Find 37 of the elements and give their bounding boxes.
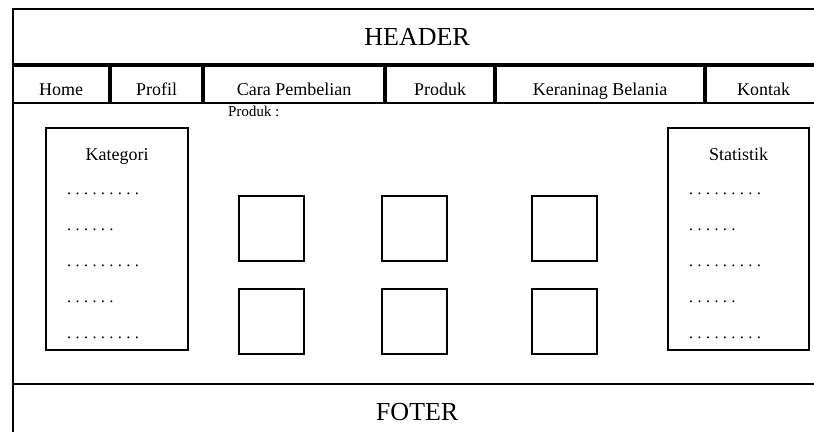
nav-tab [203, 65, 385, 104]
product-box [238, 288, 305, 355]
placeholder-dots: ...... [67, 216, 119, 236]
sidebar-panel [667, 127, 810, 351]
placeholder-dots: ......... [67, 180, 144, 200]
nav-tab [110, 65, 203, 104]
placeholder-dots: ......... [67, 252, 144, 272]
nav-label: Home [39, 80, 83, 98]
placeholder-dots: ...... [689, 216, 741, 236]
product-box [238, 195, 305, 262]
product-box [531, 195, 598, 262]
footer-band [12, 383, 814, 432]
placeholder-dots: ...... [67, 288, 119, 308]
nav-label: Profil [136, 80, 177, 98]
product-box [381, 195, 448, 262]
nav-label: Cara Pembelian [236, 80, 352, 98]
placeholder-dots: ......... [689, 180, 766, 200]
nav-tab [705, 65, 814, 104]
nav-tab [495, 65, 705, 104]
nav-tab [385, 65, 495, 104]
nav-label: Kontak [737, 80, 790, 98]
panel-title: Statistik [708, 143, 769, 166]
sidebar-panel [45, 127, 189, 351]
placeholder-dots: ...... [689, 288, 741, 308]
nav-label: Keraninag Belania [532, 80, 668, 98]
product-box [531, 288, 598, 355]
section-label: Produk : [228, 105, 280, 120]
placeholder-dots: ......... [67, 324, 144, 344]
product-box [381, 288, 448, 355]
header-title: HEADER [364, 24, 470, 50]
footer-title: FOTER [376, 399, 458, 425]
nav-label: Produk [414, 80, 466, 98]
placeholder-dots: ......... [689, 324, 766, 344]
panel-title: Kategori [84, 143, 150, 166]
placeholder-dots: ......... [689, 252, 766, 272]
nav-tab [12, 65, 110, 104]
header-band [12, 8, 814, 65]
